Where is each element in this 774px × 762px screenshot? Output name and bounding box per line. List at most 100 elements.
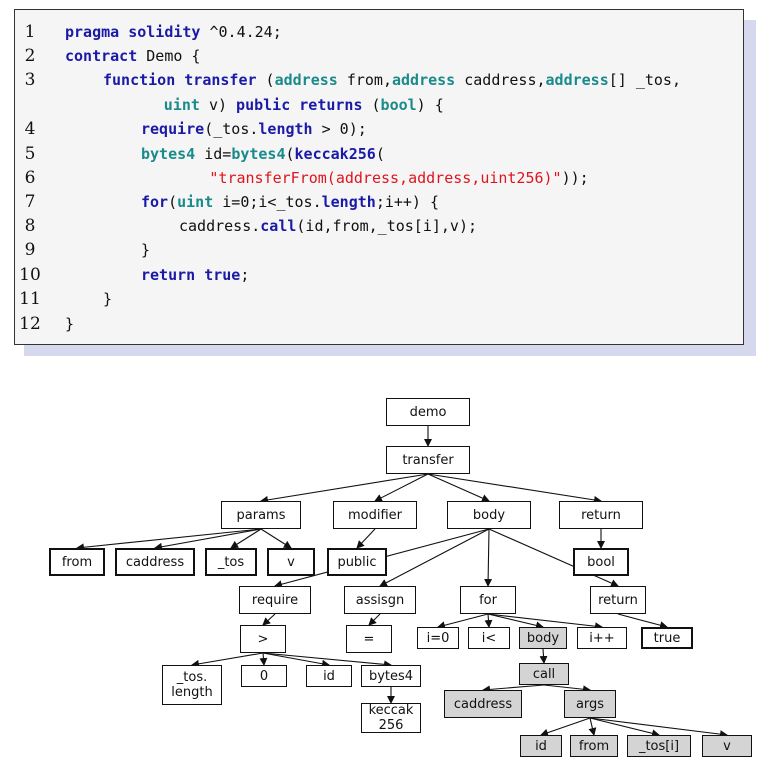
tree-node-args: args [564,690,616,718]
tree-node-label: > [257,631,269,647]
tree-node-ipp: i++ [577,627,627,649]
tree-node-bytes4: bytes4 [361,665,421,687]
tree-node-assisgn: assisgn [344,586,416,614]
line-number: 11 [19,289,41,309]
tree-edge-for-ilt [484,613,493,628]
tree-node-tosi: _tos[i] [627,735,691,757]
code-token: ( [285,145,295,163]
tree-node-label: params [236,507,286,523]
tree-edge-transfer-params [260,473,429,504]
tree-node-true: true [641,627,693,649]
tree-node-eq: = [346,625,392,653]
tree-node-label: caddress [453,696,513,712]
code-token: caddress. [179,217,261,235]
tree-node-public: public [327,548,387,576]
tree-node-label: return [581,507,621,523]
tree-edge-gt-toslen [191,652,264,668]
code-text: bytes4 id=bytes4(keccak256( [141,142,385,166]
code-token: keccak256 [294,145,376,163]
tree-node-gt: > [240,625,286,653]
tree-node-bool: bool [573,548,629,576]
tree-node-label: demo [409,404,447,420]
code-token: bool [380,96,417,114]
tree-node-label: id [535,738,547,754]
tree-node-label: caddress [125,554,185,570]
code-text: "transferFrom(address,address,uint256)")… [209,166,588,190]
code-token: pragma solidity [65,23,201,41]
tree-edge-body-assisgn [379,528,490,587]
tree-node-label: _tos [217,554,245,570]
code-token: address [274,71,338,89]
code-token: } [65,315,75,333]
tree-node-caddress2: caddress [444,690,522,718]
tree-node-label: args [575,696,605,712]
tree-edge-params-from [76,528,262,552]
line-number: 4 [24,119,36,139]
code-token: Demo { [137,47,201,65]
tree-edge-args-tosi [589,717,660,738]
tree-edge-assisgn-eq [368,613,381,626]
tree-node-return1: return [559,501,643,529]
code-token: length [321,193,376,211]
tree-edge-body-return2 [488,528,619,587]
tree-edge-params-v [260,528,292,549]
tree-node-label: i=0 [426,630,450,646]
code-token: > 0); [312,120,367,138]
code-token: function [103,71,176,89]
line-number: 6 [24,168,36,188]
tree-node-for: for [460,586,516,614]
tree-node-i0: i=0 [417,627,459,649]
code-token: uint [177,193,214,211]
tree-node-label: call [532,666,556,682]
tree-node-label: public [337,554,377,570]
code-text: } [65,312,74,336]
tree-node-label: i< [481,630,497,646]
tree-edge-gt-bytes4 [262,652,392,669]
code-token: address [392,71,456,89]
tree-node-label: transfer [402,452,454,468]
tree-node-demo: demo [386,398,470,426]
code-token: for [141,193,169,211]
line-number: 5 [24,144,36,164]
code-token: ;i++) { [375,193,440,211]
tree-node-v2: v [702,735,752,757]
tree-node-id2: id [520,735,562,757]
code-token: (_tos. [204,120,259,138]
code-token: public returns [236,96,363,114]
tree-node-body2: body [519,627,567,649]
code-token: id= [195,145,232,163]
code-text: return true; [141,263,249,287]
tree-edge-params-caddress [154,528,262,551]
tree-edge-for-i0 [437,613,489,630]
tree-node-body: body [447,501,531,529]
tree-node-require: require [239,586,311,614]
tree-edge-gt-zero [259,652,268,666]
line-number: 10 [19,265,41,285]
code-token: from, [337,71,392,89]
tree-edge-transfer-body [427,473,490,502]
line-number: 1 [24,22,36,42]
tree-node-return2: return [590,586,646,614]
code-text: caddress.call(id,from,_tos[i],v); [179,214,477,238]
code-token: address [545,71,609,89]
code-text: function transfer (address from,address … [103,68,681,92]
code-token: } [141,241,151,259]
tree-node-from2: from [570,735,618,757]
tree-node-ilt: i< [468,627,510,649]
tree-edge-body2-call [539,648,548,664]
code-text: for(uint i=0;i<_tos.length;i++) { [141,190,439,214]
line-number: 8 [24,216,36,236]
tree-node-label: modifier [347,507,402,523]
tree-node-label: keccak 256 [368,703,414,733]
code-text: require(_tos.length > 0); [141,117,367,141]
code-token: (id,from,_tos[i],v); [296,217,478,235]
code-token: contract [65,47,138,65]
code-token: v) [199,96,237,114]
tree-node-label: bool [587,554,615,570]
tree-edge-for-ipp [487,613,603,631]
tree-node-from: from [49,548,105,576]
tree-node-id: id [306,665,352,687]
tree-node-label: _tos[i] [638,738,680,754]
tree-edge-gt-id [262,652,330,668]
code-token: caddress, [455,71,546,89]
